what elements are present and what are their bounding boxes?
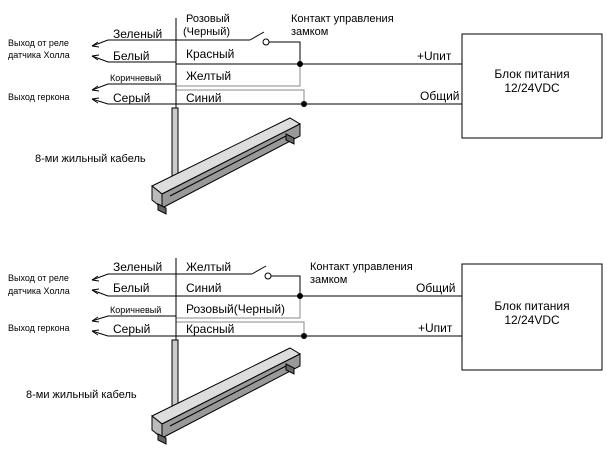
wire-label-yellow: Желтый [186, 260, 231, 274]
junction-dot [301, 101, 307, 107]
arrow-grey-icon [91, 329, 100, 336]
diagram-bottom: Выход от реле датчика Холла Выход геркон… [8, 258, 603, 445]
sensor-device-icon [151, 117, 302, 215]
power-plus-label: +Uпит [417, 49, 452, 63]
arrow-white-icon [91, 288, 100, 295]
wire-label-white: Белый [113, 281, 149, 295]
wire-label-white: Белый [113, 49, 149, 63]
psu-label-1: Блок питания [494, 67, 569, 81]
sensor-device-icon [151, 347, 302, 445]
label-reed: Выход геркона [8, 323, 70, 333]
contact-label-1: Контакт управления [310, 261, 413, 273]
contact-label-1: Контакт управления [291, 13, 394, 25]
wire-switch-out [269, 41, 301, 64]
switch-lever-icon [249, 31, 265, 41]
wire-label-brown: Коричневый [110, 73, 161, 83]
label-relay-hall-1: Выход от реле [8, 273, 69, 283]
wire-white [91, 289, 176, 297]
psu-label-1: Блок питания [494, 299, 569, 313]
junction-dot [301, 333, 307, 339]
wire-green [91, 39, 176, 47]
label-relay-hall-1: Выход от реле [8, 38, 69, 48]
arrow-green-icon [91, 41, 100, 48]
wire-label-red: Красный [186, 322, 234, 336]
wire-label-grey: Серый [113, 91, 150, 105]
arrow-grey-icon [91, 97, 100, 104]
wire-yellow [176, 64, 301, 87]
wire-label-green: Зеленый [113, 260, 162, 274]
arrow-brown-icon [91, 316, 100, 323]
wire-label-green: Зеленый [113, 27, 162, 41]
wire-brown [91, 315, 176, 322]
wire-label-blue: Синий [186, 281, 221, 295]
wire-label-grey: Серый [113, 322, 150, 336]
junction-dot [297, 61, 303, 67]
cable-label: 8-ми жильный кабель [26, 389, 137, 401]
label-relay-hall-2: датчика Холла [8, 50, 70, 60]
wire-label-pink: Розовый [186, 13, 230, 25]
wire-label-brown: Коричневый [110, 305, 161, 315]
wire-grey [91, 330, 176, 337]
label-reed: Выход геркона [8, 92, 70, 102]
wire-label-red: Красный [186, 47, 234, 61]
psu-box [461, 263, 603, 371]
wire-red-bridge [176, 321, 305, 336]
wire-switch-out [271, 275, 301, 296]
psu-label-2: 12/24VDC [504, 81, 560, 95]
wire-label-black: (Черный) [183, 26, 230, 38]
switch-contact-icon [262, 38, 270, 46]
arrow-white-icon [91, 54, 100, 61]
wire-pink-black [176, 296, 301, 319]
wire-blue-bridge [176, 89, 305, 104]
common-label: Общий [420, 89, 460, 103]
wire-brown [91, 83, 176, 91]
diagram-top: Выход от реле датчика Холла Выход геркон… [8, 13, 603, 215]
label-relay-hall-2: датчика Холла [8, 286, 70, 296]
switch-contact-icon [264, 272, 272, 280]
wire-label-yellow: Желтый [186, 69, 231, 83]
arrow-green-icon [91, 275, 100, 282]
wire-label-pink-black: Розовый(Черный) [186, 302, 285, 316]
contact-label-2: замком [291, 26, 328, 38]
wire-green [91, 273, 176, 281]
power-plus-label: +Uпит [418, 321, 453, 335]
psu-box [461, 33, 603, 139]
common-label: Общий [416, 281, 456, 295]
wire-white [91, 55, 176, 63]
arrow-brown-icon [91, 85, 100, 92]
psu-label-2: 12/24VDC [504, 313, 560, 327]
switch-lever-icon [251, 265, 267, 275]
cable-label: 8-ми жильный кабель [35, 153, 146, 165]
junction-dot [297, 293, 303, 299]
wire-label-blue: Синий [186, 91, 221, 105]
contact-label-2: замком [310, 274, 347, 286]
wire-grey [91, 98, 176, 105]
